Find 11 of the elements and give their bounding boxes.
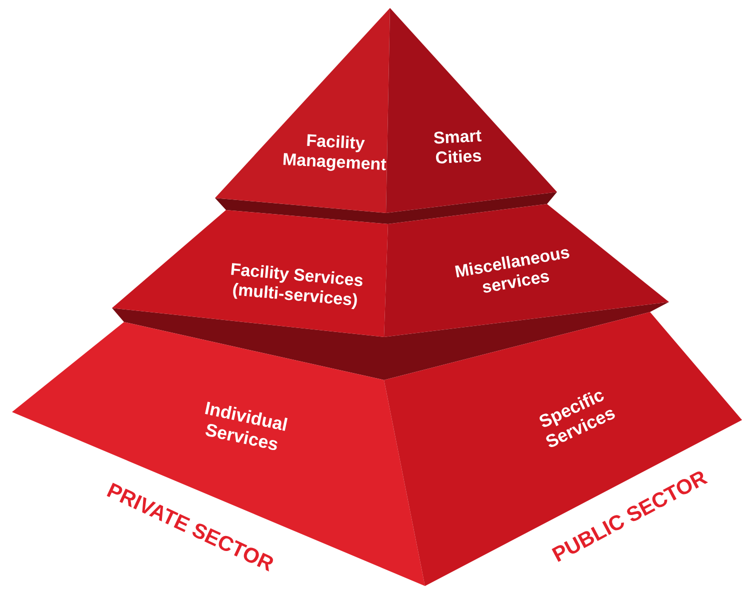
- pyramid-face: [112, 210, 388, 337]
- pyramid-face: [384, 204, 669, 337]
- tier-label: Smart Cities: [432, 125, 484, 169]
- tier-label: Facility Management: [281, 130, 388, 175]
- tier-label: Miscellaneous services: [452, 242, 572, 299]
- pyramid-face: [386, 8, 557, 213]
- pyramid-face: [12, 322, 425, 586]
- tier-label: Facility Services (multi-services): [228, 258, 366, 312]
- pyramid-face: [384, 312, 742, 586]
- pyramid-face: [215, 8, 390, 213]
- tier-label: Individual Services: [202, 397, 290, 456]
